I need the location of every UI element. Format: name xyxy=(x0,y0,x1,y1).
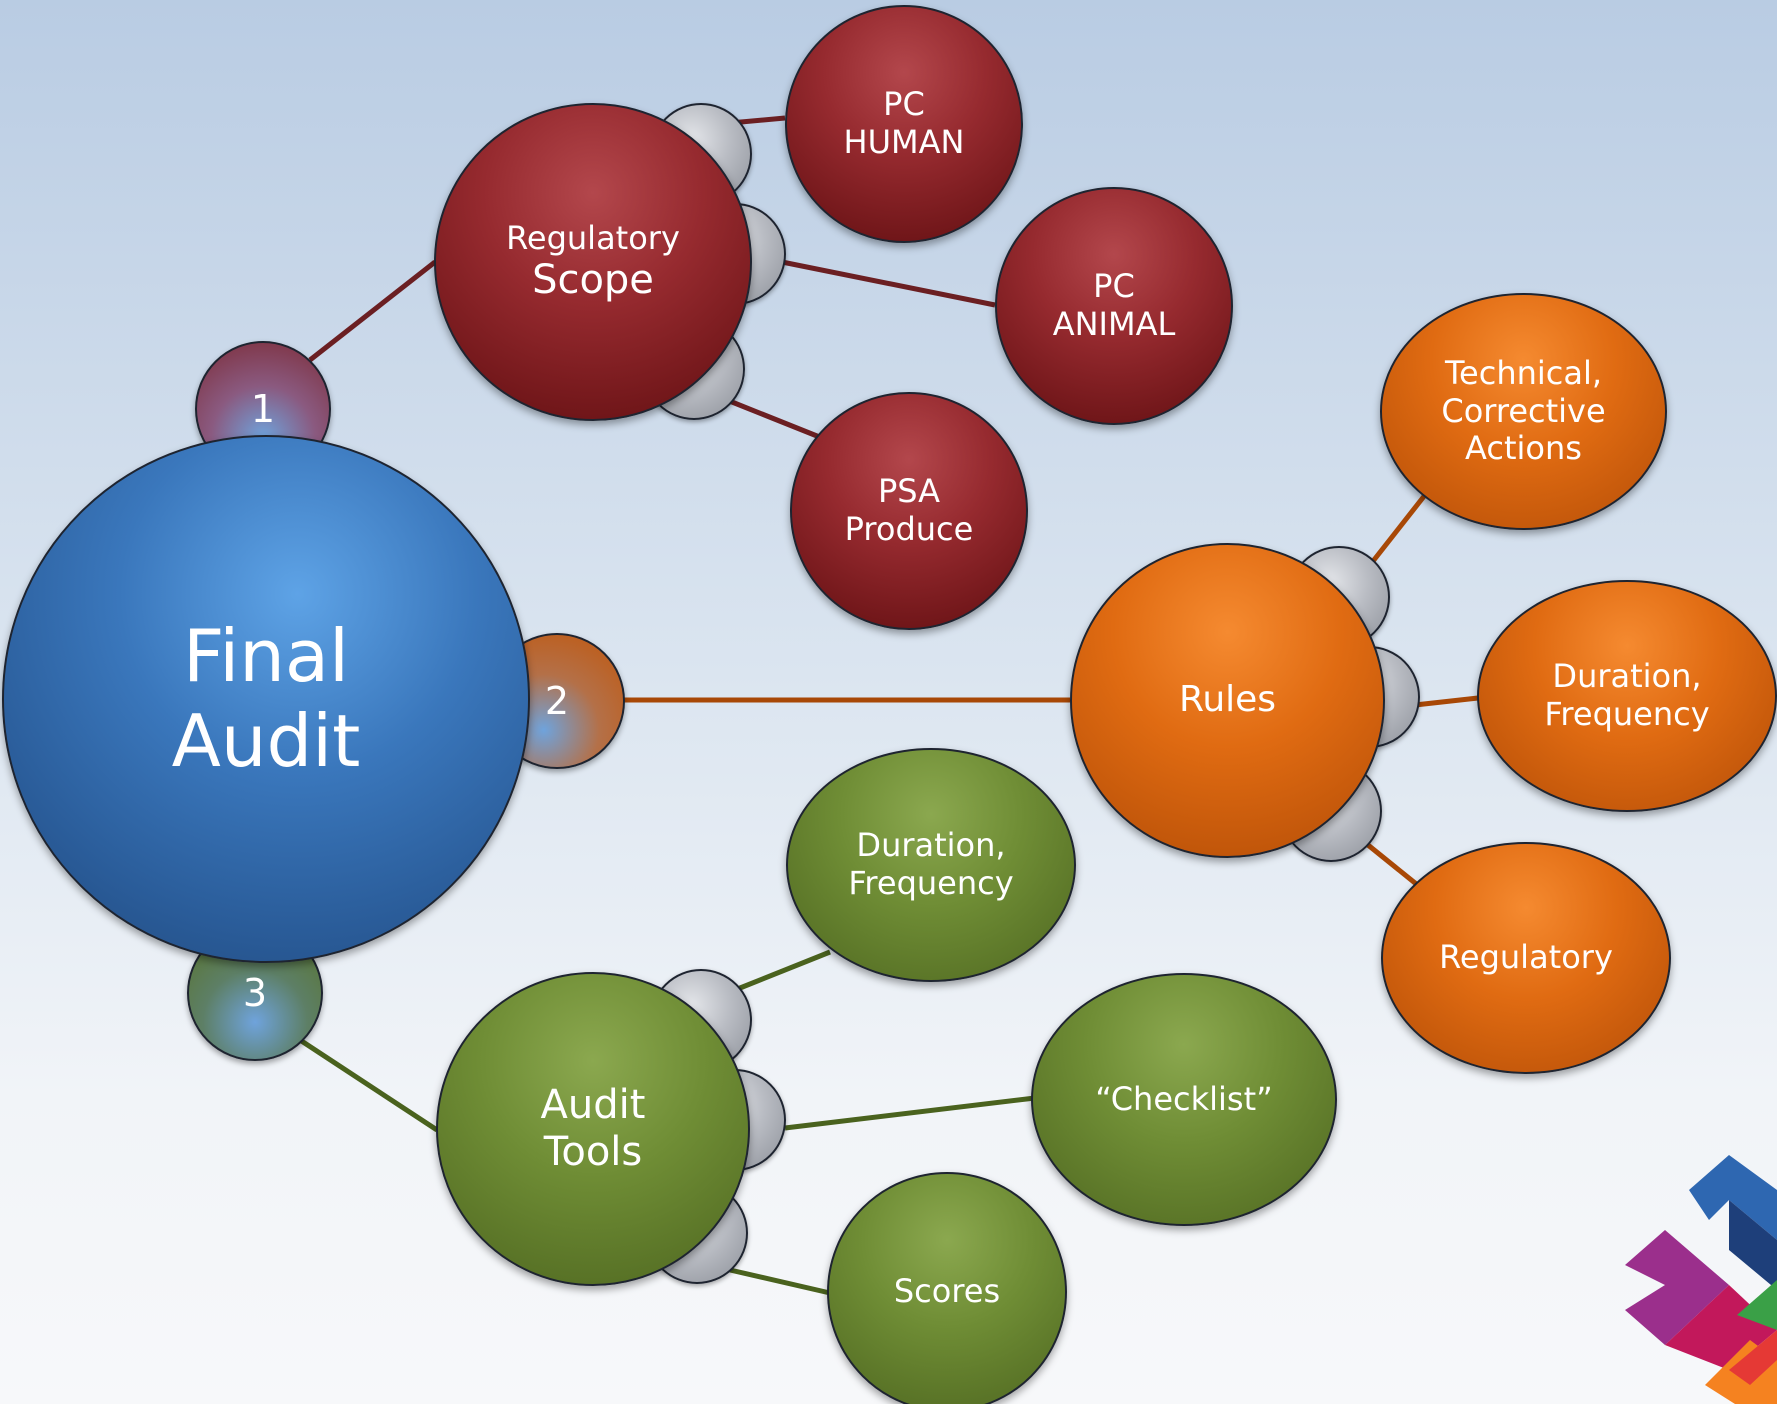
link-scope-animal xyxy=(781,259,996,308)
hub-label-line1: Audit xyxy=(540,1081,646,1128)
node-pc-human: PC HUMAN xyxy=(785,5,1023,243)
node-label-line2: Frequency xyxy=(848,864,1014,902)
node-psa-produce: PSA Produce xyxy=(790,392,1028,630)
link-rules-duration xyxy=(1414,695,1479,708)
node-label-line1: Scores xyxy=(893,1272,1001,1311)
branch-2-number: 2 xyxy=(544,679,570,723)
link-rules-regulatory xyxy=(1366,843,1422,889)
node-label-line2: ANIMAL xyxy=(1052,305,1176,343)
node-label-line1: “Checklist” xyxy=(1095,1079,1273,1118)
branch-3-number: 3 xyxy=(242,971,268,1015)
link-tools-checklist xyxy=(784,1095,1036,1131)
brand-logo-icon xyxy=(1625,1155,1777,1404)
link-tools-scores xyxy=(729,1267,831,1296)
node-label-line1: Regulatory xyxy=(1439,938,1613,977)
node-rules-regulatory: Regulatory xyxy=(1381,842,1671,1074)
hub-regulatory-scope: Regulatory Scope xyxy=(434,103,752,421)
root-label-line1: Final xyxy=(183,614,349,699)
node-scores: Scores xyxy=(827,1172,1067,1404)
node-technical-corrective-actions: Technical, Corrective Actions xyxy=(1380,293,1667,530)
root-label-line2: Audit xyxy=(171,699,361,783)
node-label-line1: Duration, xyxy=(1552,657,1702,696)
root-node-final-audit: Final Audit xyxy=(2,435,530,963)
node-tools-duration-frequency: Duration, Frequency xyxy=(786,748,1076,982)
link-tools-duration xyxy=(734,949,831,993)
node-label-line3: Actions xyxy=(1465,429,1582,468)
branch-1-number: 1 xyxy=(250,387,276,431)
node-label-line2: HUMAN xyxy=(843,123,965,161)
hub-rules: Rules xyxy=(1070,543,1385,858)
node-label-line1: PC xyxy=(883,85,925,124)
hub-label-line1: Regulatory xyxy=(506,218,680,257)
hub-audit-tools: Audit Tools xyxy=(436,972,750,1286)
node-label-line2: Frequency xyxy=(1544,695,1710,733)
link-scope-produce xyxy=(721,395,823,441)
node-label-line1: Duration, xyxy=(856,826,1006,865)
link-root-tools xyxy=(298,1037,439,1133)
node-rules-duration-frequency: Duration, Frequency xyxy=(1477,580,1777,812)
link-root-scope xyxy=(308,260,437,362)
node-label-line2: Corrective xyxy=(1441,391,1606,430)
node-label-line1: PSA xyxy=(877,472,941,511)
link-rules-technical xyxy=(1368,493,1427,567)
hub-label-line1: Rules xyxy=(1178,679,1277,721)
hub-label-line2: Tools xyxy=(543,1129,643,1175)
node-pc-animal: PC ANIMAL xyxy=(995,187,1233,425)
node-checklist: “Checklist” xyxy=(1031,973,1337,1226)
hub-label-line2: Scope xyxy=(532,257,654,304)
node-label-line1: Technical, xyxy=(1444,353,1603,392)
node-label-line1: PC xyxy=(1093,267,1135,306)
node-label-line2: Produce xyxy=(844,510,974,548)
